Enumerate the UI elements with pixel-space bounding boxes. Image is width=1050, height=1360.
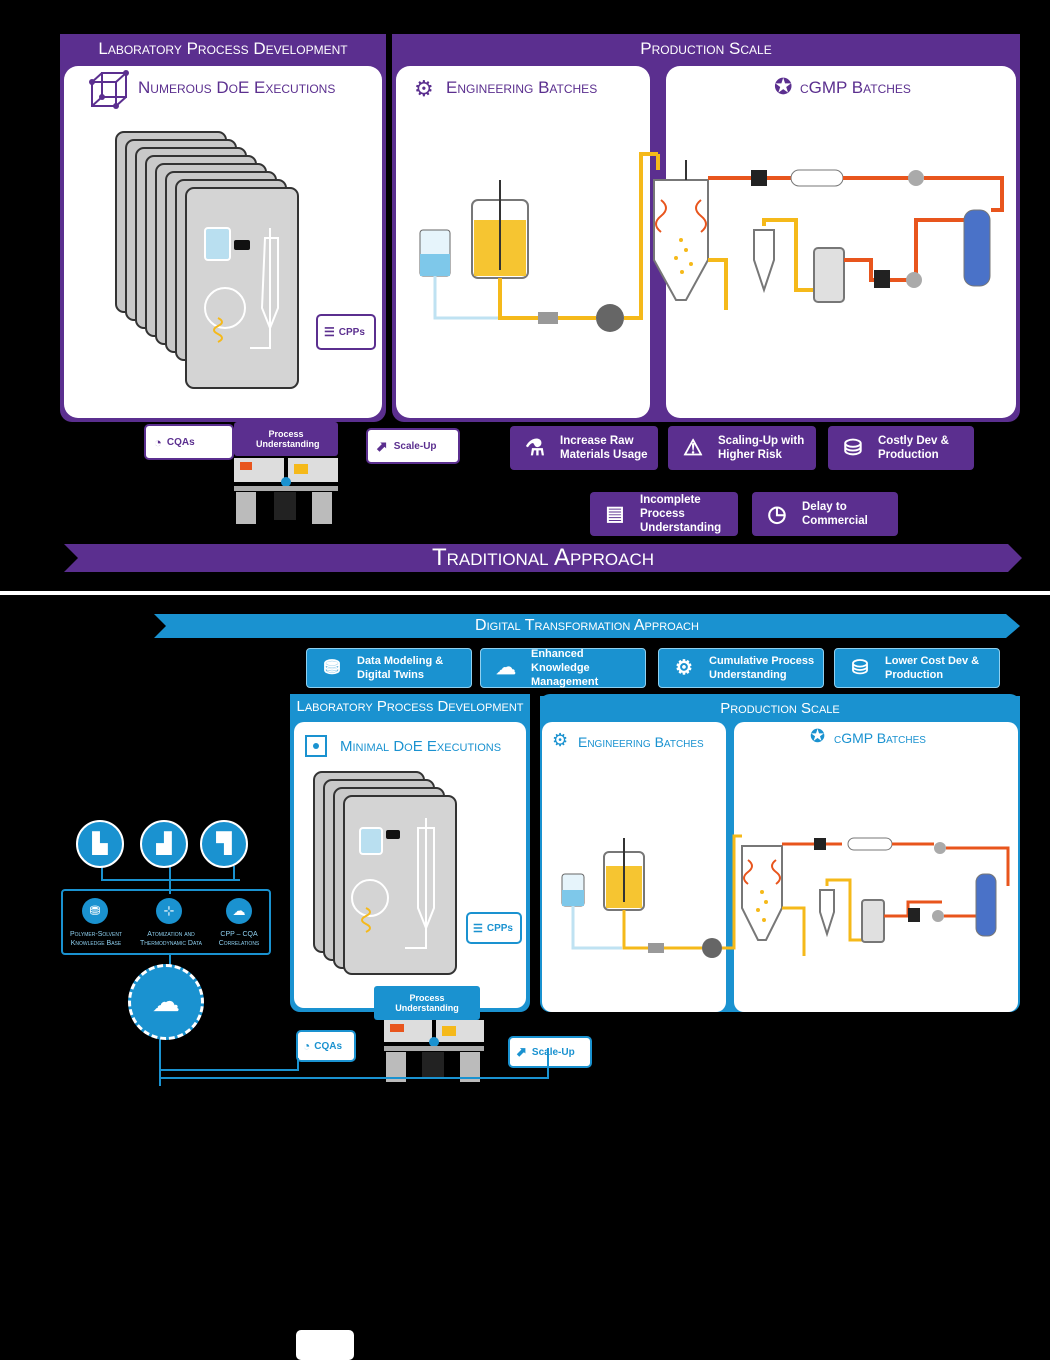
check-gauge-icon: ◔ <box>154 434 162 450</box>
clock-icon: ◷ <box>767 501 787 526</box>
risk-raw-materials: ⚗ Increase Raw Materials Usage <box>510 426 658 470</box>
risk-label: Incomplete Process Understanding <box>640 494 722 534</box>
prod-header-digital: Production Scale <box>540 696 1020 722</box>
cgmp-title: cGMP Batches <box>800 78 911 97</box>
traditional-section: Laboratory Process Development Numerous … <box>0 0 1050 590</box>
factory-icon-3: ▜ <box>200 820 248 868</box>
document-bulb-icon: ▤ <box>605 503 625 525</box>
benefit-knowledge: ☁ Enhanced Knowledge Management <box>480 648 646 688</box>
process-flow-diagram <box>419 152 1004 332</box>
digital-section: Digital Transformation Approach ⛃ Data M… <box>0 596 1050 1360</box>
cpps-label: CPPs <box>338 326 365 338</box>
expand-icon: ⬈ <box>516 1044 527 1059</box>
doe-card-stack-digital <box>313 771 457 975</box>
factory-icon-2: ▟ <box>140 820 188 868</box>
gears-icon: ⚙ <box>552 730 569 750</box>
risk-label: Costly Dev & Production <box>878 435 949 461</box>
coins-down-icon: ⛁ <box>851 657 869 679</box>
scale-up-label: Scale-Up <box>393 440 437 452</box>
scale-up-box: ⬈ Scale-Up <box>366 428 460 464</box>
process-understanding-box-digital: Process Understanding <box>374 986 480 1020</box>
factory-icon-1: ▙ <box>76 820 124 868</box>
cpps-box-digital: ☰ CPPs <box>466 912 522 944</box>
risk-label: Delay to Commercial <box>802 501 868 527</box>
prod-header: Production Scale <box>392 34 1020 64</box>
cqas-box: ◔ CQAs <box>144 424 234 460</box>
sliders-icon: ☰ <box>473 922 483 935</box>
doe-card-stack <box>115 131 299 389</box>
benefit-label: Data Modeling & Digital Twins <box>357 655 444 681</box>
process-understanding-label: Process Understanding <box>256 429 320 449</box>
benefit-label: Cumulative Process Understanding <box>709 655 815 681</box>
gears-icon: ⚙ <box>414 76 434 101</box>
point-square-icon <box>305 735 327 757</box>
workstation-icon <box>234 458 338 524</box>
scale-up-label: Scale-Up <box>531 1046 575 1058</box>
lab-title: Numerous DoE Executions <box>138 78 336 97</box>
risk-scaling: ⚠ Scaling-Up with Higher Risk <box>668 426 816 470</box>
workstation-icon <box>384 1020 484 1082</box>
cloud-network-icon: ☁ <box>496 657 516 679</box>
process-understanding-label: Process Understanding <box>395 993 459 1013</box>
eng-title-digital: Engineering Batches <box>578 734 704 750</box>
cgmp-title-digital: cGMP Batches <box>834 730 926 746</box>
benefit-lower-cost: ⛁ Lower Cost Dev & Production <box>834 648 1000 688</box>
cqas-label: CQAs <box>166 436 195 448</box>
atomization-icon: ⊹ <box>156 898 182 924</box>
sliders-icon: ☰ <box>324 325 335 339</box>
expand-icon: ⬈ <box>376 437 388 454</box>
process-flow-diagram-digital <box>561 834 1010 958</box>
source-label-correlation: CPP – CQA Correlations <box>218 931 260 947</box>
knowledge-network-lines <box>61 866 549 1086</box>
cloud-database-icon: ☁ <box>128 964 204 1040</box>
head-gear-icon: ⚙ <box>675 657 693 679</box>
lab-title-digital: Minimal DoE Executions <box>340 738 502 755</box>
cpps-label: CPPs <box>486 922 513 934</box>
warning-icon: ⚠ <box>683 435 703 460</box>
award-icon: ✪ <box>810 726 826 746</box>
cgmp-panel <box>666 66 1016 418</box>
scale-up-box-digital: ⬈ Scale-Up <box>508 1036 592 1068</box>
eng-title: Engineering Batches <box>446 78 598 97</box>
benefit-label: Lower Cost Dev & Production <box>885 655 980 681</box>
risk-label: Scaling-Up with Higher Risk <box>718 435 805 461</box>
section-divider <box>0 591 1050 595</box>
award-icon: ✪ <box>774 74 793 99</box>
source-label-polymer: Polymer-Solvent Knowledge Base <box>69 931 123 947</box>
source-label-atomization: Atomization and Thermodynamic Data <box>140 931 202 947</box>
flask-drops-icon: ⚗ <box>525 435 545 460</box>
risk-incomplete: ▤ Incomplete Process Understanding <box>590 492 738 536</box>
benefit-modeling: ⛃ Data Modeling & Digital Twins <box>306 648 472 688</box>
risk-label: Increase Raw Materials Usage <box>560 435 648 461</box>
digital-banner-shape <box>154 614 1020 638</box>
coins-chart-icon: ⛁ <box>843 435 863 460</box>
benefit-cumulative: ⚙ Cumulative Process Understanding <box>658 648 824 688</box>
traditional-banner-label: Traditional Approach <box>431 544 655 571</box>
cqas-label: CQAs <box>314 1040 343 1052</box>
digital-banner-label: Digital Transformation Approach <box>475 617 699 634</box>
check-gauge-icon: ◔ <box>303 1039 311 1053</box>
polymer-knowledge-icon: ⛃ <box>82 898 108 924</box>
benefit-label: Enhanced Knowledge Management <box>531 648 599 688</box>
cube-icon <box>89 70 129 109</box>
cqas-box-digital: ◔ CQAs <box>296 1030 356 1062</box>
risk-costly: ⛁ Costly Dev & Production <box>828 426 974 470</box>
correlation-icon: ☁ <box>226 898 252 924</box>
cpps-box: ☰ CPPs <box>316 314 376 350</box>
database-gear-icon: ⛃ <box>323 657 341 679</box>
risk-delay: ◷ Delay to Commercial <box>752 492 898 536</box>
lab-header-digital: Laboratory Process Development <box>290 694 530 720</box>
cqas-box-digital <box>296 1330 354 1360</box>
traditional-banner-shape <box>64 544 1022 572</box>
process-understanding-box: Process Understanding <box>234 422 338 456</box>
lab-header: Laboratory Process Development <box>60 34 386 64</box>
